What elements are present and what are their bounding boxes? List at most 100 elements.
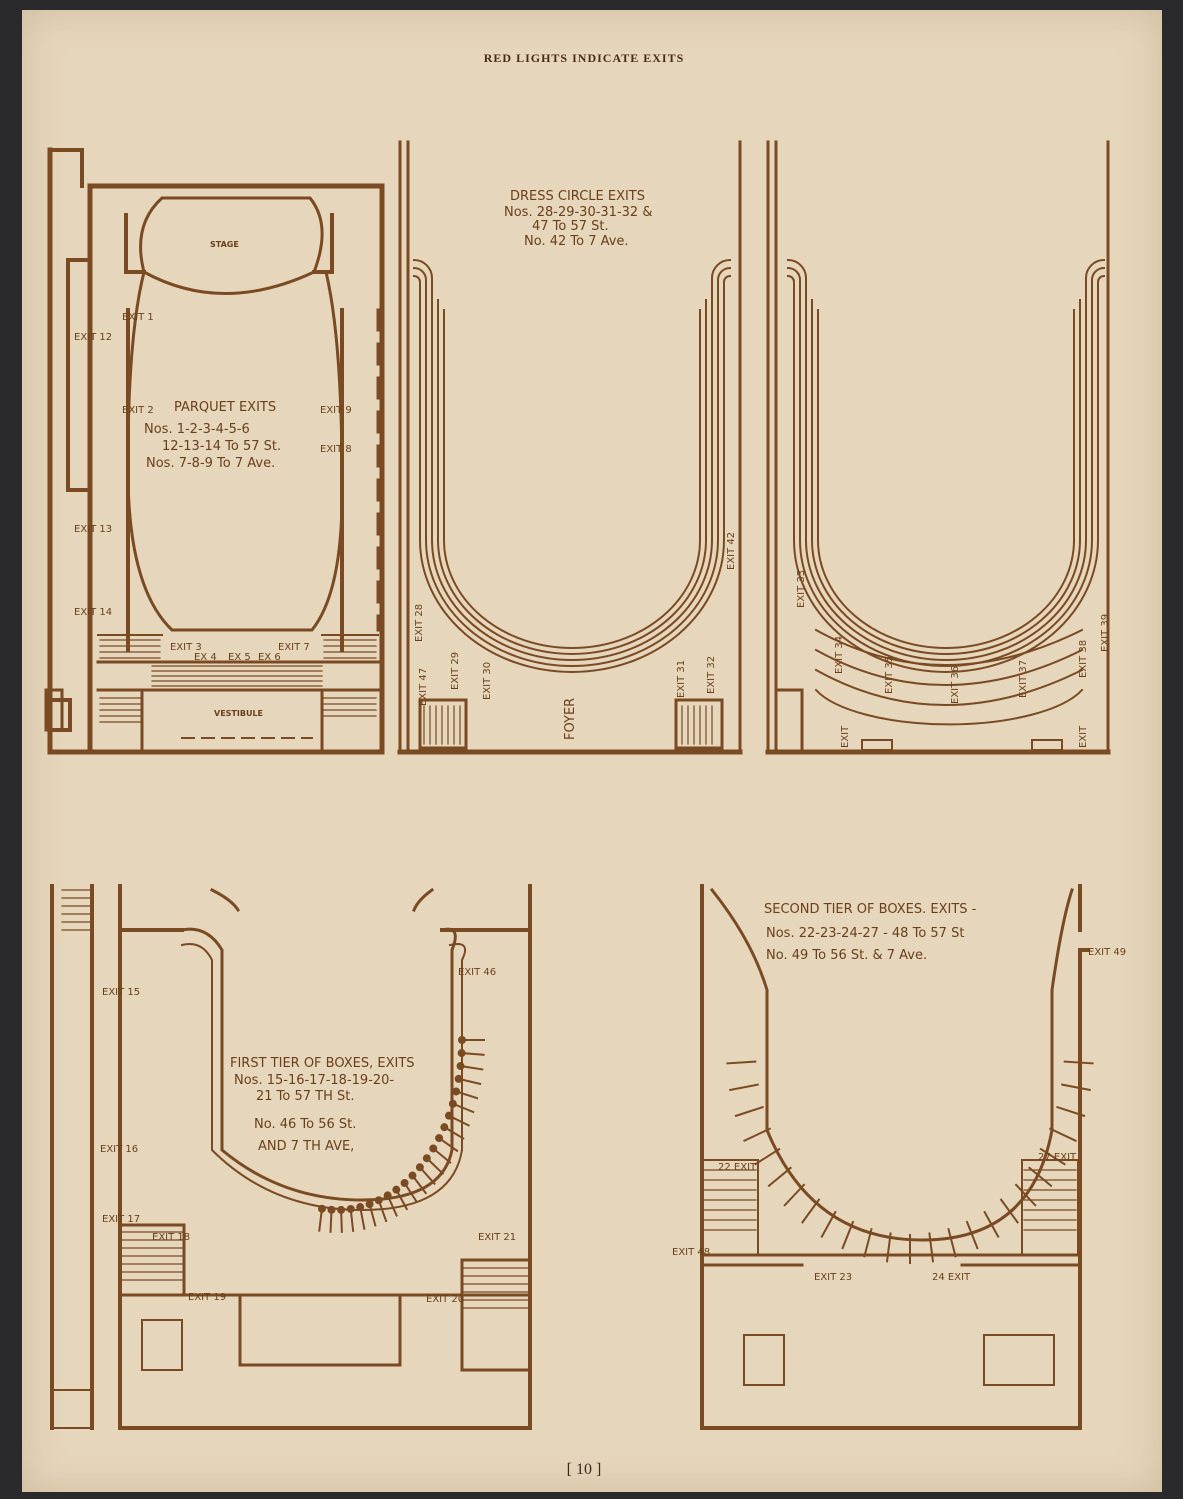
box-partition: [754, 1147, 781, 1166]
box-partition: [726, 1060, 757, 1065]
exit-29: EXIT 29: [450, 652, 461, 690]
exit-46: EXIT 46: [458, 967, 496, 978]
exit-17: EXIT 17: [102, 1214, 140, 1225]
exit-34: EXIT 34: [834, 636, 845, 674]
second-tier-title: SECOND TIER OF BOXES. EXITS -: [764, 902, 977, 917]
parquet-line-2: 12-13-14 To 57 St.: [162, 439, 281, 454]
box-seat: [400, 1179, 409, 1188]
box-partition: [1028, 1166, 1053, 1188]
parquet-title: PARQUET EXITS: [174, 400, 276, 415]
parquet-line-1: Nos. 1-2-3-4-5-6: [144, 422, 250, 437]
exit-20: EXIT 20: [426, 1294, 464, 1305]
first-tier-line-2: 21 To 57 TH St.: [256, 1089, 355, 1104]
first-tier-line-4: AND 7 TH AVE,: [258, 1139, 354, 1154]
dress-circle-title: DRESS CIRCLE EXITS: [510, 189, 645, 204]
box-seat: [448, 1099, 457, 1108]
first-tier-boxes: [317, 1036, 485, 1233]
exit-15: EXIT 15: [102, 987, 140, 998]
box-partition: [863, 1227, 873, 1258]
floor-plans: RED LIGHTS INDICATE EXITS STAGE VESTIBUL…: [44, 51, 1126, 1478]
exit-31: EXIT 31: [676, 660, 687, 698]
exit-6: EX 6: [258, 652, 281, 663]
stage-label: STAGE: [210, 240, 239, 249]
box-partition: [983, 1210, 1000, 1239]
exit-balcony-left: EXIT: [840, 725, 851, 748]
exit-3: EXIT 3: [170, 642, 202, 653]
exit-9: EXIT 9: [320, 405, 352, 416]
vestibule-label: VESTIBULE: [214, 709, 263, 718]
foyer-label: FOYER: [563, 698, 578, 740]
box-partition: [841, 1220, 855, 1250]
box-partition: [947, 1227, 957, 1258]
program-page: RED LIGHTS INDICATE EXITS STAGE VESTIBUL…: [22, 10, 1162, 1492]
parquet-line-3: Nos. 7-8-9 To 7 Ave.: [146, 456, 275, 471]
exit-32: EXIT 32: [706, 656, 717, 694]
box-partition: [885, 1232, 892, 1263]
first-tier-title: FIRST TIER OF BOXES, EXITS: [230, 1056, 415, 1071]
exit-5: EX 5: [228, 652, 251, 663]
exit-48: EXIT 48: [672, 1247, 710, 1258]
box-partition: [965, 1220, 979, 1250]
second-tier-line-1: Nos. 22-23-24-27 - 48 To 57 St: [766, 926, 964, 941]
box-seat: [452, 1087, 461, 1096]
second-tier-boxes: [726, 1060, 1094, 1264]
box-seat: [444, 1111, 453, 1120]
box-partition: [801, 1198, 821, 1224]
box-seat: [458, 1036, 466, 1044]
dress-circle-line-2: 47 To 57 St.: [532, 219, 609, 234]
exit-36: EXIT 36: [950, 666, 961, 704]
box-seat: [408, 1171, 417, 1180]
first-tier-plan: [50, 884, 532, 1430]
exit-30: EXIT 30: [482, 662, 493, 700]
box-seat: [327, 1205, 336, 1214]
box-seat: [456, 1062, 465, 1071]
box-seat: [383, 1191, 392, 1200]
box-seat: [346, 1204, 355, 1213]
exit-19: EXIT 19: [188, 1292, 226, 1303]
box-seat: [337, 1205, 346, 1214]
exit-47: EXIT 47: [418, 668, 429, 706]
exit-22: 22 EXIT: [718, 1162, 757, 1173]
box-partition: [1014, 1183, 1037, 1207]
exit-14: EXIT 14: [74, 607, 112, 618]
box-partition: [999, 1198, 1019, 1224]
box-partition: [1048, 1127, 1077, 1143]
exit-21: EXIT 21: [478, 1232, 516, 1243]
second-tier-plan: [700, 884, 1090, 1430]
box-partition: [734, 1105, 764, 1118]
exit-39: EXIT 39: [1100, 614, 1111, 652]
first-tier-line-1: Nos. 15-16-17-18-19-20-: [234, 1073, 394, 1088]
exit-38: EXIT 38: [1078, 640, 1089, 678]
box-seat: [422, 1154, 431, 1163]
exit-16: EXIT 16: [100, 1144, 138, 1155]
exit-4: EX 4: [194, 652, 217, 663]
dress-circle-line-1: Nos. 28-29-30-31-32 &: [504, 205, 652, 220]
dress-circle-line-3: No. 42 To 7 Ave.: [524, 234, 629, 249]
exit-13: EXIT 13: [74, 524, 112, 535]
parquet-plan: [44, 147, 385, 755]
exit-37: EXIT 37: [1018, 660, 1029, 698]
exit-33: EXIT 33: [796, 570, 807, 608]
box-seat: [415, 1163, 424, 1172]
box-partition: [743, 1127, 772, 1143]
first-tier-line-3: No. 46 To 56 St.: [254, 1117, 356, 1132]
box-seat: [374, 1196, 383, 1205]
box-seat: [457, 1049, 466, 1058]
box-seat: [392, 1185, 401, 1194]
page-title: RED LIGHTS INDICATE EXITS: [484, 51, 685, 65]
box-seat: [440, 1123, 449, 1132]
exit-42: EXIT 42: [726, 532, 737, 570]
balcony-plan: [765, 140, 1111, 755]
box-partition: [729, 1083, 759, 1092]
box-seat: [435, 1134, 444, 1143]
box-seat: [317, 1204, 326, 1213]
page-number: [ 10 ]: [567, 1461, 602, 1478]
exit-7: EXIT 7: [278, 642, 310, 653]
dress-circle-plan: [397, 140, 743, 755]
exit-12: EXIT 12: [74, 332, 112, 343]
box-partition: [783, 1183, 806, 1207]
box-seat: [429, 1144, 438, 1153]
box-seat: [365, 1200, 374, 1209]
box-seat: [454, 1074, 463, 1083]
exit-23: EXIT 23: [814, 1272, 852, 1283]
